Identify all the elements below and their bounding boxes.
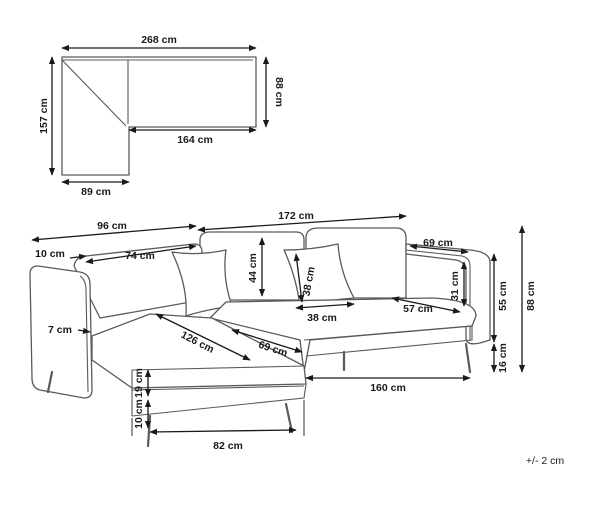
main-seat-front [303, 325, 473, 357]
dim-96-line [31, 223, 197, 243]
dim-10-arm-line [69, 253, 87, 260]
dim-74-line [85, 243, 197, 265]
dim-172-label: 172 cm [278, 210, 314, 222]
leg-right [464, 342, 472, 374]
dim-44-label: 44 cm [247, 253, 259, 283]
dim-89-label: 89 cm [81, 186, 111, 198]
left-armrest-inner [79, 275, 89, 393]
dim-74-label: 74 cm [125, 250, 155, 262]
dim-38-width-label: 38 cm [307, 312, 337, 324]
dim-55-label: 55 cm [497, 281, 509, 311]
dim-69-arm-line [409, 243, 469, 255]
dim-88-top-label: 88 cm [273, 77, 285, 107]
top-view-backrest-line [62, 59, 253, 124]
dim-57-line [391, 296, 461, 314]
front-view: 96 cm 172 cm 10 cm 74 cm 44 cm 38 cm 38 … [29, 210, 537, 452]
dim-69-arm-label: 69 cm [423, 237, 453, 249]
top-view-chaise-line [61, 59, 127, 127]
dim-172-line [197, 213, 407, 233]
dim-160-label: 160 cm [370, 382, 406, 394]
leg-left-back [46, 370, 54, 394]
dim-16-label: 16 cm [497, 343, 509, 373]
left-armrest [29, 265, 93, 399]
tolerance-note: +/- 2 cm [526, 455, 564, 467]
dim-38-height-line [293, 253, 305, 303]
dim-82-label: 82 cm [213, 440, 243, 452]
top-view: 268 cm 157 cm 88 cm 164 cm 89 cm [38, 34, 285, 198]
dim-38-height-label: 38 cm [301, 266, 318, 297]
dim-88-height-label: 88 cm [525, 281, 537, 311]
right-armrest-inner [405, 249, 471, 340]
chaise-seat-front [131, 365, 307, 417]
dim-164-label: 164 cm [177, 134, 213, 146]
dim-57-label: 57 cm [403, 303, 433, 315]
dim-157-label: 157 cm [38, 98, 50, 134]
dim-10-leg-label: 10 cm [133, 399, 145, 429]
dim-19-label: 19 cm [133, 368, 145, 398]
dim-82-line [149, 426, 297, 436]
dim-10-arm-label: 10 cm [35, 248, 65, 260]
leg-front-right [284, 402, 294, 434]
dim-7-line [77, 327, 91, 334]
dim-69-seat-line [231, 329, 303, 353]
chaise-base-line [131, 385, 305, 391]
dim-268-label: 268 cm [141, 34, 177, 46]
dim-31-label: 31 cm [449, 271, 461, 301]
dim-38-width-line [295, 301, 355, 311]
top-view-outline [61, 56, 257, 176]
dim-7-label: 7 cm [48, 324, 72, 336]
dim-96-label: 96 cm [97, 220, 127, 232]
